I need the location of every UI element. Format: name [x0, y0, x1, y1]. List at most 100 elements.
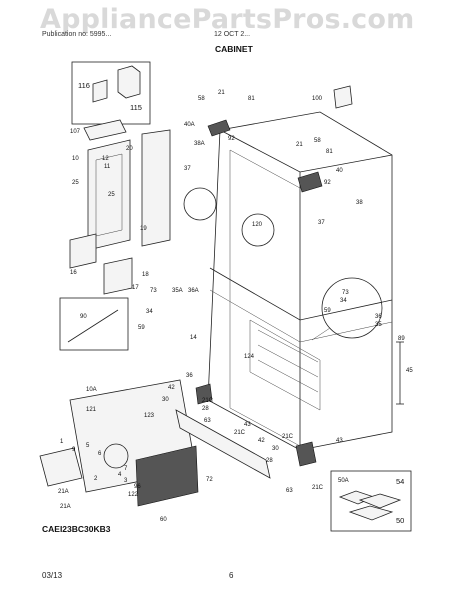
footer-page-number: 6 [229, 571, 234, 580]
label-4: 4 [118, 472, 122, 478]
label-6: 6 [98, 451, 102, 457]
part-10-panel [87, 139, 131, 251]
label-123: 123 [144, 413, 155, 419]
footer-date: 03/13 [42, 571, 63, 580]
label-28-center: 28 [202, 406, 209, 412]
freezer-rails [249, 319, 321, 411]
part-54-shape [358, 493, 402, 509]
callout-leader-line [311, 327, 331, 341]
label-2: 2 [94, 476, 98, 482]
label-21c-b: 21C [234, 430, 246, 436]
label-124: 124 [244, 354, 255, 360]
label-21c-c: 21C [312, 485, 324, 491]
label-25-right: 25 [108, 192, 115, 198]
label-28-right: 28 [266, 458, 273, 464]
cabinet-inner-liner [229, 149, 301, 447]
label-81-top: 81 [248, 96, 255, 102]
label-10a: 10A [86, 387, 97, 393]
part-50-shape [348, 505, 394, 521]
label-92-right: 92 [324, 180, 331, 186]
part-90-rod [67, 309, 119, 343]
label-92-top: 92 [228, 136, 235, 142]
label-14: 14 [190, 335, 197, 341]
publication-number: Publication no: 5995... [42, 31, 112, 38]
part-20-panel [141, 129, 171, 247]
part-43-bracket [295, 441, 317, 467]
part-40-shape [297, 171, 323, 193]
label-40a: 40A [184, 122, 195, 128]
fan-assembly [103, 443, 129, 469]
label-38: 38 [356, 200, 363, 206]
label-43-lower: 43 [336, 438, 343, 444]
label-21c-a: 21C [202, 398, 214, 404]
callout-circle-120 [241, 213, 275, 247]
part-116-shape [92, 79, 108, 103]
label-36-center: 36 [186, 373, 193, 379]
label-5: 5 [86, 443, 90, 449]
part-12-insert [95, 153, 123, 237]
label-45: 45 [406, 368, 413, 374]
label-21-top: 21 [218, 90, 225, 96]
label-37-right: 37 [318, 220, 325, 226]
label-10: 10 [72, 156, 79, 162]
label-35-right: 35 [375, 322, 382, 328]
label-35a: 35A [172, 288, 183, 294]
label-17: 17 [132, 285, 139, 291]
cabinet-divider-lower [209, 289, 393, 343]
label-11: 11 [104, 164, 111, 170]
label-58-top: 58 [198, 96, 205, 102]
label-42-right: 42 [258, 438, 265, 444]
label-12: 12 [102, 156, 109, 162]
label-59-left: 59 [138, 325, 145, 331]
label-34-left: 34 [146, 309, 153, 315]
watermark-text: AppliancePartsPros.com [40, 4, 415, 35]
section-title: CABINET [215, 44, 253, 54]
part-115-shape [117, 65, 141, 99]
part-17-shape [103, 257, 133, 295]
label-107: 107 [70, 129, 81, 135]
cabinet-top-edge [219, 129, 393, 173]
label-54: 54 [396, 477, 404, 486]
label-21-right: 21 [296, 142, 303, 148]
label-21a-bottom: 21A [60, 504, 71, 510]
part-1-valve [39, 447, 83, 487]
label-89: 89 [398, 336, 405, 342]
part-40a-shape [207, 119, 231, 137]
label-37-top: 37 [184, 166, 191, 172]
label-36a: 36A [188, 288, 199, 294]
part-36-bracket [195, 383, 213, 405]
label-81-right: 81 [326, 149, 333, 155]
label-7: 7 [124, 466, 128, 472]
label-63-right: 63 [286, 488, 293, 494]
label-34-right: 34 [340, 298, 347, 304]
label-21c-d: 21C [282, 434, 294, 440]
label-36-right: 36 [375, 314, 382, 320]
cabinet-divider [209, 267, 393, 321]
label-100: 100 [312, 96, 323, 102]
publication-date: 12 OCT 2... [214, 31, 251, 38]
label-73-right: 73 [342, 290, 349, 296]
label-19: 19 [140, 226, 147, 232]
label-30-center: 30 [162, 397, 169, 403]
label-3: 3 [124, 478, 128, 484]
label-40: 40 [336, 168, 343, 174]
label-38a: 38A [194, 141, 205, 147]
label-73-left: 73 [150, 288, 157, 294]
label-42-center: 42 [168, 385, 175, 391]
label-115: 115 [130, 103, 142, 112]
label-59-right: 59 [324, 308, 331, 314]
callout-circle-upper [183, 187, 217, 221]
label-50a: 50A [338, 478, 349, 484]
label-58-right: 58 [314, 138, 321, 144]
label-16: 16 [70, 270, 77, 276]
label-63-center: 63 [204, 418, 211, 424]
label-50: 50 [396, 516, 404, 525]
label-43-upper: 43 [244, 422, 251, 428]
label-116: 116 [78, 81, 90, 90]
label-1: 1 [60, 439, 64, 445]
detail-box-90 [59, 297, 129, 351]
label-21a-top: 21A [58, 489, 69, 495]
model-code: CAEI23BC30KB3 [42, 524, 111, 534]
